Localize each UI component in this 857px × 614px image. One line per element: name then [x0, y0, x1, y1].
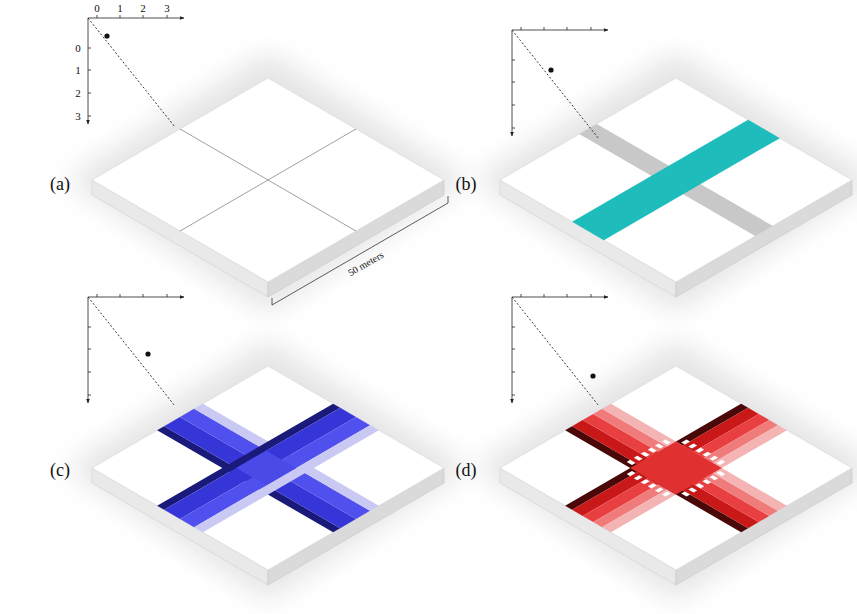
slab-glow — [67, 341, 469, 600]
panel-a — [67, 53, 469, 312]
crosswalk-stripe — [648, 448, 657, 453]
axis-tick-label: 1 — [75, 65, 81, 76]
axis-tick-label: 0 — [94, 3, 100, 14]
axis-inset — [512, 27, 608, 139]
panel-b — [475, 53, 857, 312]
slab-top — [500, 366, 852, 570]
axis-tick-label: 2 — [75, 88, 81, 99]
crosswalk-stripe — [662, 491, 671, 496]
crosswalk-stripe — [634, 456, 643, 461]
crosswalk-stripe — [655, 444, 664, 449]
road-lane — [194, 425, 379, 532]
axis-inset — [88, 15, 184, 127]
crosswalk-stripe — [688, 444, 697, 449]
crosswalk-stripe — [695, 483, 704, 488]
road-lane — [236, 451, 296, 486]
road-lane — [583, 414, 770, 522]
slab-glow — [475, 341, 857, 600]
crosswalk-stripe — [662, 439, 671, 444]
dimension-bracket — [272, 196, 448, 305]
road-lane — [593, 409, 778, 516]
axis-tick-label: 1 — [117, 3, 123, 14]
axis-inset — [88, 294, 184, 406]
crosswalk-stripe — [627, 460, 636, 465]
grid-line — [180, 129, 356, 231]
road-lane — [602, 404, 787, 511]
road-band — [572, 120, 780, 240]
road-lane — [583, 414, 770, 522]
grid-line — [180, 129, 356, 231]
crosswalk-stripe — [709, 475, 718, 480]
crosswalk-stripe — [709, 456, 718, 461]
position-dot — [145, 351, 150, 356]
crosswalk-stripe — [634, 475, 643, 480]
panel-c — [67, 341, 469, 600]
axis-tick-label: 3 — [164, 3, 170, 14]
slab-top — [92, 366, 444, 570]
crosswalk-stripe — [641, 479, 650, 484]
crosswalk-stripe — [681, 491, 690, 496]
panel-label: (d) — [456, 461, 477, 479]
position-dot — [548, 67, 553, 72]
slab-top — [92, 78, 444, 282]
panel-label: (c) — [50, 461, 70, 479]
crosswalk-stripe — [716, 471, 725, 476]
slab-glow — [67, 53, 469, 312]
road-lane — [180, 417, 370, 527]
slab-top — [500, 78, 852, 282]
crosswalk-stripe — [681, 439, 690, 444]
road-lane — [164, 408, 356, 519]
crosswalk-stripe — [655, 487, 664, 492]
panel-label: (a) — [50, 175, 70, 193]
crosswalk-stripe — [641, 452, 650, 457]
crosswalk-stripe — [695, 448, 704, 453]
axis-tick-label: 3 — [75, 111, 81, 122]
crosswalk-stripe — [688, 487, 697, 492]
panel-d — [475, 341, 857, 600]
crosswalk-stripe — [702, 479, 711, 484]
position-dot — [590, 373, 595, 378]
crosswalk-stripe — [702, 452, 711, 457]
road-lane — [630, 441, 722, 494]
crosswalk-stripe — [627, 471, 636, 476]
position-dot — [104, 33, 109, 38]
axis-tick-label: 0 — [75, 43, 81, 54]
crosswalk-stripe — [716, 460, 725, 465]
axis-tick-label: 2 — [140, 3, 146, 14]
crosswalk-stripe — [648, 483, 657, 488]
axis-inset — [512, 294, 608, 406]
slab-glow — [475, 53, 857, 312]
panel-label: (b) — [456, 175, 477, 193]
